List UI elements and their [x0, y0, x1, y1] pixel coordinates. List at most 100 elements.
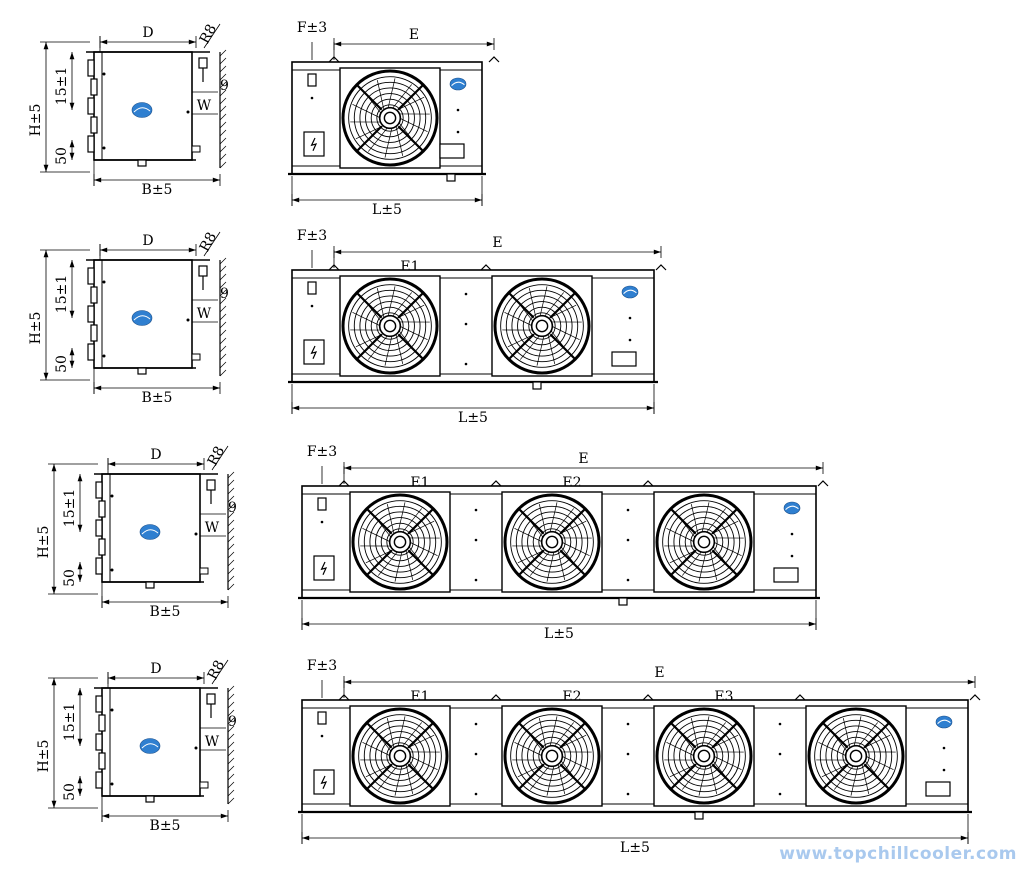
- bolt-hole: [943, 769, 946, 772]
- tolerance-label: 15±1: [54, 275, 70, 313]
- coil-fin: [99, 715, 105, 731]
- arrow-head: [213, 178, 220, 183]
- arrow-head: [78, 789, 83, 796]
- arrow-head: [292, 406, 299, 411]
- drain-height-label: 50: [54, 147, 70, 165]
- h-label: H±5: [28, 104, 44, 137]
- coil-fin: [96, 696, 102, 712]
- drain-outlet-front: [695, 812, 703, 819]
- hatch: [228, 734, 234, 740]
- hatch: [228, 782, 234, 788]
- fan-hub: [542, 746, 563, 767]
- tolerance-label: 15±1: [54, 67, 70, 105]
- electrical-box-icon: [304, 340, 324, 364]
- bolt-hole: [111, 569, 114, 572]
- hatch: [228, 576, 234, 582]
- hatch: [228, 520, 234, 526]
- bolt-hole: [321, 735, 324, 738]
- arrow-head: [302, 836, 309, 841]
- coil-fin: [99, 539, 105, 555]
- sight-window: [308, 282, 316, 294]
- coil-fin: [88, 98, 94, 114]
- w-label: W: [197, 306, 212, 322]
- bolt-hole: [791, 533, 794, 536]
- fan-hub: [694, 532, 715, 553]
- fan-icon: [654, 492, 754, 592]
- coil-fin: [88, 60, 94, 76]
- coil-fin: [88, 268, 94, 284]
- hatch: [220, 114, 226, 120]
- dimension-label: D: [150, 447, 161, 463]
- hatch: [220, 314, 226, 320]
- arrow-head: [221, 600, 228, 605]
- coil-fin: [88, 136, 94, 152]
- hatch: [228, 774, 234, 780]
- bolt-hole: [627, 509, 630, 512]
- dimension-label: B±5: [150, 604, 181, 620]
- hatch: [220, 370, 226, 376]
- arrow-head: [44, 250, 49, 257]
- bolt-hole: [627, 753, 630, 756]
- hanger-clip: [489, 57, 499, 62]
- bolt-hole: [943, 747, 946, 750]
- hanger-bracket: [207, 694, 215, 704]
- coil-fin: [91, 287, 97, 303]
- hatch: [220, 274, 226, 280]
- coil-fin: [91, 325, 97, 341]
- tolerance-label: 15±1: [62, 703, 78, 741]
- arrow-head: [78, 776, 83, 783]
- bolt-hole: [475, 509, 478, 512]
- hatch: [220, 138, 226, 144]
- dimension-label: D: [150, 661, 161, 677]
- fan-hub: [532, 316, 553, 337]
- bolt-hole: [111, 783, 114, 786]
- r8-label: R8: [197, 230, 220, 255]
- hatch: [220, 98, 226, 104]
- pipe-connector: [192, 146, 200, 152]
- hatch: [228, 480, 234, 486]
- hatch: [220, 106, 226, 112]
- brand-logo-icon: [936, 716, 952, 728]
- arrow-head: [44, 165, 49, 172]
- fan-icon: [654, 706, 754, 806]
- dimension-label: B±5: [150, 818, 181, 834]
- hatch: [228, 552, 234, 558]
- hatch: [228, 766, 234, 772]
- dimension-label: D: [142, 233, 153, 249]
- f-label: F±3: [307, 444, 337, 460]
- f-label: F±3: [307, 658, 337, 674]
- arrow-head: [292, 198, 299, 203]
- bolt-hole: [111, 709, 114, 712]
- arrow-head: [197, 462, 204, 467]
- hatch: [228, 694, 234, 700]
- arrow-head: [102, 600, 109, 605]
- bolt-hole: [779, 793, 782, 796]
- brand-logo-icon: [140, 525, 160, 540]
- sight-window: [318, 498, 326, 510]
- arrow-head: [70, 361, 75, 368]
- dimension-label: E: [578, 451, 588, 467]
- dimension-label: L±5: [372, 202, 402, 218]
- fan-icon: [492, 276, 592, 376]
- arrow-head: [70, 311, 75, 318]
- clearance-label: 9: [220, 286, 229, 302]
- arrow-head: [78, 474, 83, 481]
- fan-icon: [350, 706, 450, 806]
- hatch: [228, 488, 234, 494]
- fan-icon: [502, 492, 602, 592]
- dimension-label: E: [492, 235, 502, 251]
- bolt-hole: [465, 323, 468, 326]
- dimension-label: E: [654, 665, 664, 681]
- bolt-hole: [465, 293, 468, 296]
- arrow-head: [809, 622, 816, 627]
- arrow-head: [78, 575, 83, 582]
- bolt-hole: [103, 73, 106, 76]
- bolt-hole: [457, 109, 460, 112]
- arrow-head: [70, 260, 75, 267]
- hatch: [220, 66, 226, 72]
- fan-hub: [694, 746, 715, 767]
